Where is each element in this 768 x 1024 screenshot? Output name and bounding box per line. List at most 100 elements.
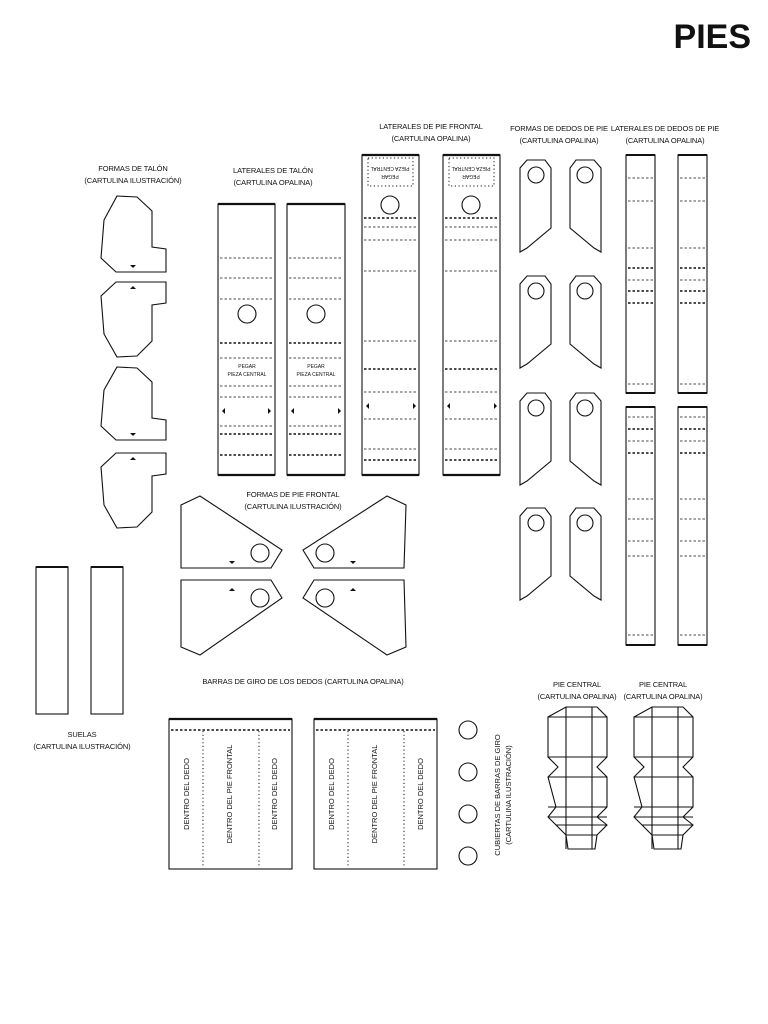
toe-forms-group: FORMAS DE DEDOS DE PIE (CARTULINA OPALIN…: [510, 124, 608, 601]
fold-arrow-icon: [130, 265, 136, 268]
front-foot-sides-label-1: LATERALES DE PIE FRONTAL: [379, 122, 483, 131]
heel-form-piece: [100, 452, 167, 529]
fold-arrow-icon: [222, 408, 225, 414]
heel-forms-group: FORMAS DE TALÓN (CARTULINA ILUSTRACIÓN): [84, 164, 182, 529]
heel-sides-group: LATERALES DE TALÓN (CARTULINA OPALINA) P…: [217, 166, 346, 477]
glue-label: PEGAR: [238, 364, 256, 370]
central-foot-1-label-2: (CARTULINA OPALINA): [537, 692, 617, 701]
toe-inside-label: DENTRO DEL DEDO: [182, 758, 191, 830]
hole-circle: [576, 514, 594, 532]
toe-side-strip: [677, 406, 708, 646]
hole-circle: [576, 399, 594, 417]
front-foot-forms-label-1: FORMAS DE PIE FRONTAL: [246, 490, 339, 499]
front-foot-side-strip: [442, 154, 501, 476]
toe-inside-label: DENTRO DEL DEDO: [416, 758, 425, 830]
central-foot-piece: [633, 706, 694, 850]
toe-inside-label: DENTRO DEL DEDO: [270, 758, 279, 830]
fold-arrow-icon: [338, 408, 341, 414]
toe-form-piece: [519, 159, 552, 253]
bar-cover-circle: [458, 720, 478, 740]
toe-form-piece: [569, 392, 602, 486]
glue-target-label: PIEZA CENTRAL: [297, 372, 336, 378]
toe-form-piece: [519, 507, 552, 601]
central-foot-1-label-1: PIE CENTRAL: [553, 680, 601, 689]
sole-strip: [90, 566, 124, 715]
sole-strip: [35, 566, 69, 715]
toe-sides-group: LATERALES DE DEDOS DE PIE (CARTULINA OPA…: [611, 124, 719, 646]
glue-label: PEGAR: [307, 364, 325, 370]
heel-form-piece: [100, 281, 167, 358]
central-foot-2-label-2: (CARTULINA OPALINA): [623, 692, 703, 701]
toe-form-piece: [519, 392, 552, 486]
turn-bars-label: BARRAS DE GIRO DE LOS DEDOS (CARTULINA O…: [202, 677, 404, 686]
turn-bars-group: BARRAS DE GIRO DE LOS DEDOS (CARTULINA O…: [168, 677, 438, 870]
glue-target-label: PIEZA CENTRAL: [451, 165, 490, 171]
front-foot-form-piece: [302, 495, 407, 569]
toe-forms-label-1: FORMAS DE DEDOS DE PIE: [510, 124, 608, 133]
bar-covers-group: CUBIERTAS DE BARRAS DE GIRO (CARTULINA I…: [458, 720, 513, 866]
hole-circle: [380, 195, 400, 215]
bar-covers-label-2: (CARTULINA ILUSTRACIÓN): [504, 745, 513, 845]
fold-arrow-icon: [130, 457, 136, 460]
heel-form-piece: [100, 195, 167, 273]
glue-area: [367, 157, 414, 187]
glue-target-label: PIEZA CENTRAL: [370, 165, 409, 171]
soles-label-1: SUELAS: [68, 730, 97, 739]
hole-circle: [527, 514, 545, 532]
front-foot-inside-label: DENTRO DEL PIE FRONTAL: [225, 745, 234, 844]
toe-sides-label-2: (CARTULINA OPALINA): [625, 136, 705, 145]
hole-circle: [250, 543, 270, 563]
fold-arrow-icon: [291, 408, 294, 414]
bar-cover-circle: [458, 804, 478, 824]
toe-side-strip: [625, 406, 656, 646]
toe-form-piece: [569, 159, 602, 253]
front-foot-sides-label-2: (CARTULINA OPALINA): [391, 134, 471, 143]
bar-cover-circle: [458, 846, 478, 866]
soles-label-2: (CARTULINA ILUSTRACIÓN): [33, 742, 131, 751]
heel-forms-label-2: (CARTULINA ILUSTRACIÓN): [84, 176, 182, 185]
glue-label: PEGAR: [381, 173, 399, 179]
front-foot-forms-label-2: (CARTULINA ILUSTRACIÓN): [244, 502, 342, 511]
soles-group: SUELAS (CARTULINA ILUSTRACIÓN): [33, 566, 131, 751]
glue-label: PEGAR: [462, 173, 480, 179]
fold-arrow-icon: [366, 403, 369, 409]
front-foot-form-piece: [180, 579, 283, 656]
glue-target-label: PIEZA CENTRAL: [228, 372, 267, 378]
front-foot-inside-label: DENTRO DEL PIE FRONTAL: [370, 745, 379, 844]
hole-circle: [527, 166, 545, 184]
front-foot-side-strip: [361, 154, 420, 476]
toe-form-piece: [569, 507, 602, 601]
toe-form-piece: [569, 275, 602, 369]
fold-arrow-icon: [130, 286, 136, 289]
hole-circle: [315, 588, 335, 608]
toe-forms-label-2: (CARTULINA OPALINA): [519, 136, 599, 145]
fold-arrow-icon: [413, 403, 416, 409]
toe-form-piece: [519, 275, 552, 369]
fold-arrow-icon: [350, 588, 356, 591]
toe-sides-label-1: LATERALES DE DEDOS DE PIE: [611, 124, 719, 133]
page-title: PIES: [674, 18, 751, 56]
heel-sides-label-1: LATERALES DE TALÓN: [233, 166, 313, 175]
central-foot-piece: [547, 706, 608, 850]
front-foot-form-piece: [180, 495, 283, 569]
hole-circle: [461, 195, 481, 215]
hole-circle: [250, 588, 270, 608]
fold-arrow-icon: [350, 561, 356, 564]
central-foot-group: PIE CENTRAL (CARTULINA OPALINA) PIE CENT…: [537, 680, 703, 850]
fold-arrow-icon: [268, 408, 271, 414]
toe-side-strip: [625, 154, 656, 394]
heel-forms-label-1: FORMAS DE TALÓN: [98, 164, 167, 173]
fold-arrow-icon: [130, 433, 136, 436]
toe-side-strip: [677, 154, 708, 394]
heel-sides-label-2: (CARTULINA OPALINA): [233, 178, 313, 187]
hole-circle: [306, 304, 326, 324]
heel-form-piece: [100, 366, 167, 441]
glue-area: [448, 157, 495, 187]
fold-arrow-icon: [447, 403, 450, 409]
hole-circle: [576, 166, 594, 184]
front-foot-form-piece: [302, 579, 407, 656]
fold-arrow-icon: [494, 403, 497, 409]
bar-cover-circle: [458, 762, 478, 782]
hole-circle: [527, 282, 545, 300]
